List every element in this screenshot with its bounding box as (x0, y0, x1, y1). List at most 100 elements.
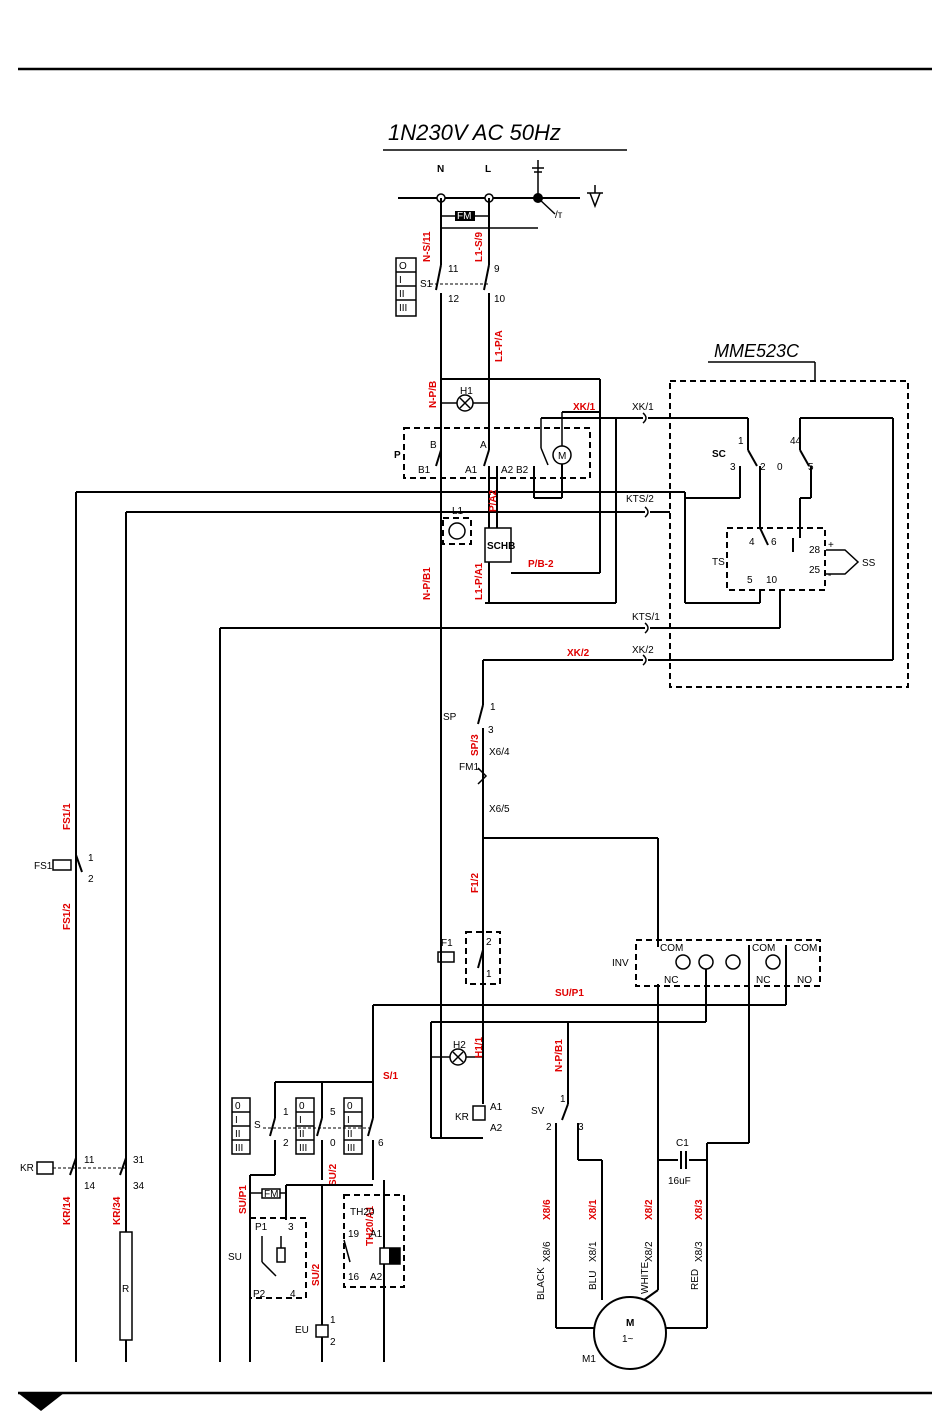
svg-text:25: 25 (809, 565, 821, 576)
svg-text:6: 6 (378, 1138, 384, 1149)
s-legend-1: 0 I II III (231, 1097, 251, 1155)
inv-box (635, 939, 821, 987)
f1-label: F1 (441, 938, 453, 949)
n-p-b1-label: N-P/B1 (422, 567, 433, 600)
kts-2-label: KTS/2 (626, 494, 654, 505)
svg-text:I: I (235, 1115, 238, 1126)
fm-filter (455, 211, 475, 221)
su-p1-label: SU/P1 (555, 988, 584, 999)
n-p-b-label: N-P/B (428, 381, 439, 408)
svg-text:I: I (399, 275, 402, 286)
schb-box (484, 527, 512, 563)
page-marker-icon (18, 1393, 64, 1411)
c1-label: C1 (676, 1138, 689, 1149)
svg-text:NC: NC (664, 975, 678, 986)
wire-red: RED (690, 1269, 701, 1290)
svg-text:A1: A1 (490, 1102, 503, 1113)
p-label: P (394, 450, 401, 461)
c1-value: 16uF (668, 1176, 691, 1187)
fs1-1-label: FS1/1 (62, 803, 73, 830)
svg-text:2: 2 (330, 1337, 336, 1348)
svg-text:R: R (122, 1284, 129, 1295)
svg-text:X8/3: X8/3 (694, 1241, 705, 1262)
ground-symbol-icon (587, 185, 603, 209)
svg-text:11: 11 (448, 264, 459, 275)
xk-2-red-label: XK/2 (567, 648, 590, 659)
svg-text:NC: NC (756, 975, 770, 986)
svg-text:A2: A2 (370, 1272, 383, 1283)
svg-text:1: 1 (490, 702, 496, 713)
th20-box (343, 1194, 405, 1288)
svg-text:1: 1 (88, 853, 94, 864)
svg-text:+: + (828, 540, 834, 551)
su-label: SU (228, 1252, 242, 1263)
s1-label: S1 (420, 279, 433, 290)
svg-text:3: 3 (488, 725, 494, 736)
svg-text:1: 1 (738, 436, 744, 447)
h1-1-label: H1/1 (474, 1036, 485, 1058)
svg-text:A2: A2 (490, 1123, 503, 1134)
svg-text:X8/3: X8/3 (694, 1199, 705, 1220)
l1-lamp-icon (448, 522, 466, 540)
xk-2-label: XK/2 (632, 645, 654, 656)
l1-lamp-box (442, 517, 472, 545)
svg-text:44: 44 (790, 436, 802, 447)
svg-text:3: 3 (288, 1222, 294, 1233)
sp-3-red-label: SP/3 (470, 734, 481, 756)
svg-text:A1: A1 (465, 465, 478, 476)
svg-text:COM: COM (752, 943, 775, 954)
s-legend-2: 0 I II III (295, 1097, 315, 1155)
svg-text:31: 31 (133, 1155, 145, 1166)
svg-text:16: 16 (348, 1272, 360, 1283)
svg-text:SCHB: SCHB (487, 541, 515, 552)
svg-text:12: 12 (448, 294, 460, 305)
r-heater (119, 1231, 133, 1341)
svg-text:1: 1 (560, 1094, 566, 1105)
svg-text:2: 2 (88, 874, 94, 885)
svg-text:III: III (347, 1143, 355, 1154)
svg-text:X8/2: X8/2 (644, 1199, 655, 1220)
su-box (249, 1217, 307, 1299)
sv-label: SV (531, 1106, 545, 1117)
pe-branch (537, 197, 556, 215)
sp-contact (477, 704, 484, 725)
svg-text:FM: FM (264, 1189, 278, 1200)
sc-contact (747, 449, 758, 467)
svg-text:X6/5: X6/5 (489, 804, 510, 815)
svg-text:X8/6: X8/6 (542, 1241, 553, 1262)
module-title: MME523C (714, 341, 800, 361)
inv-label: INV (612, 958, 629, 969)
svg-text:19: 19 (348, 1229, 360, 1240)
svg-text:34: 34 (133, 1181, 145, 1192)
svg-text:0: 0 (235, 1101, 241, 1112)
svg-text:A2 B2: A2 B2 (501, 465, 529, 476)
svg-text:-: - (828, 570, 831, 581)
m1-motor-icon (593, 1296, 667, 1370)
sc-label: SC (712, 449, 726, 460)
svg-text:P1: P1 (255, 1222, 268, 1233)
svg-text:14: 14 (84, 1181, 96, 1192)
sp-label: SP (443, 712, 457, 723)
n-p-b1-2-label: N-P/B1 (554, 1039, 565, 1072)
kr-34-red-label: KR/34 (112, 1196, 123, 1225)
l1-p-a-label: L1-P/A (494, 330, 505, 362)
h2-lamp-icon (449, 1048, 467, 1066)
svg-text:III: III (299, 1143, 307, 1154)
kts-1-label: KTS/1 (632, 612, 660, 623)
kr-coil-label: KR (455, 1112, 469, 1123)
s-1-label: S/1 (383, 1071, 398, 1082)
svg-text:0: 0 (347, 1101, 353, 1112)
svg-text:5: 5 (747, 575, 753, 586)
m1-label: M1 (582, 1354, 596, 1365)
svg-text:I: I (299, 1115, 302, 1126)
th20-label: TH20 (350, 1207, 375, 1218)
svg-text:P2: P2 (253, 1289, 266, 1300)
su-2b-label: SU/2 (311, 1263, 322, 1286)
fm1-label: FM1 (459, 762, 479, 773)
svg-text:X8/1: X8/1 (588, 1241, 599, 1262)
svg-text:3: 3 (578, 1122, 584, 1133)
inv-relay-icons (675, 954, 781, 970)
h1-label: H1 (460, 386, 473, 397)
svg-text:A1: A1 (370, 1229, 383, 1240)
f1-box (465, 931, 501, 985)
